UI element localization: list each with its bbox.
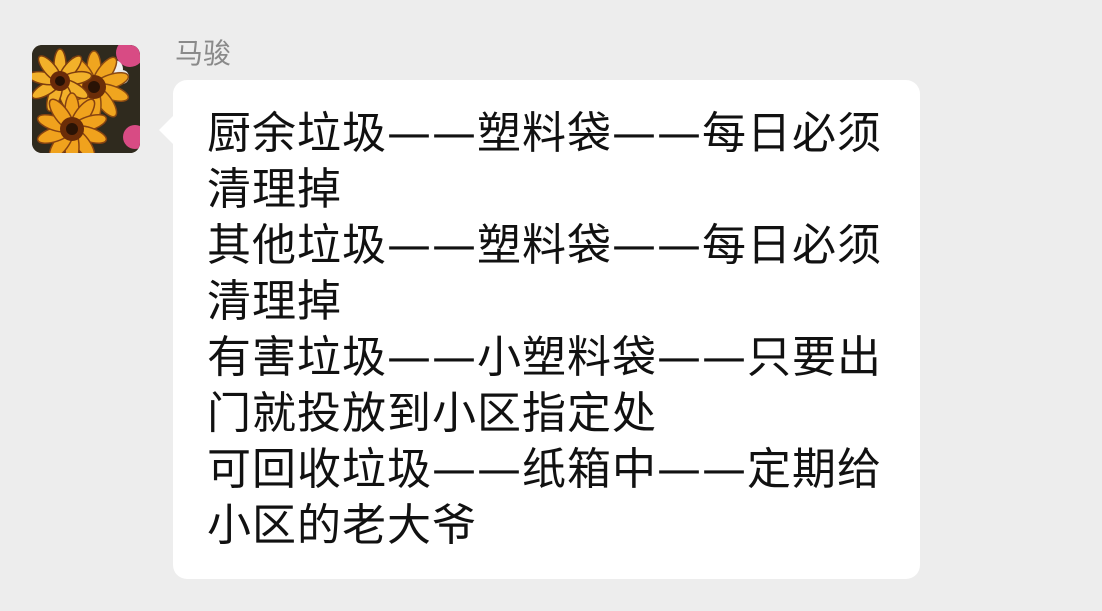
sender-name: 马骏 xyxy=(175,37,232,70)
message-bubble-tail xyxy=(159,116,173,144)
avatar[interactable] xyxy=(32,45,140,153)
message-bubble[interactable]: 厨余垃圾——塑料袋——每日必须清理掉 其他垃圾——塑料袋——每日必须清理掉 有害… xyxy=(159,80,920,579)
flower-photo-avatar-icon xyxy=(32,45,140,153)
message-text: 厨余垃圾——塑料袋——每日必须清理掉 其他垃圾——塑料袋——每日必须清理掉 有害… xyxy=(207,108,882,551)
